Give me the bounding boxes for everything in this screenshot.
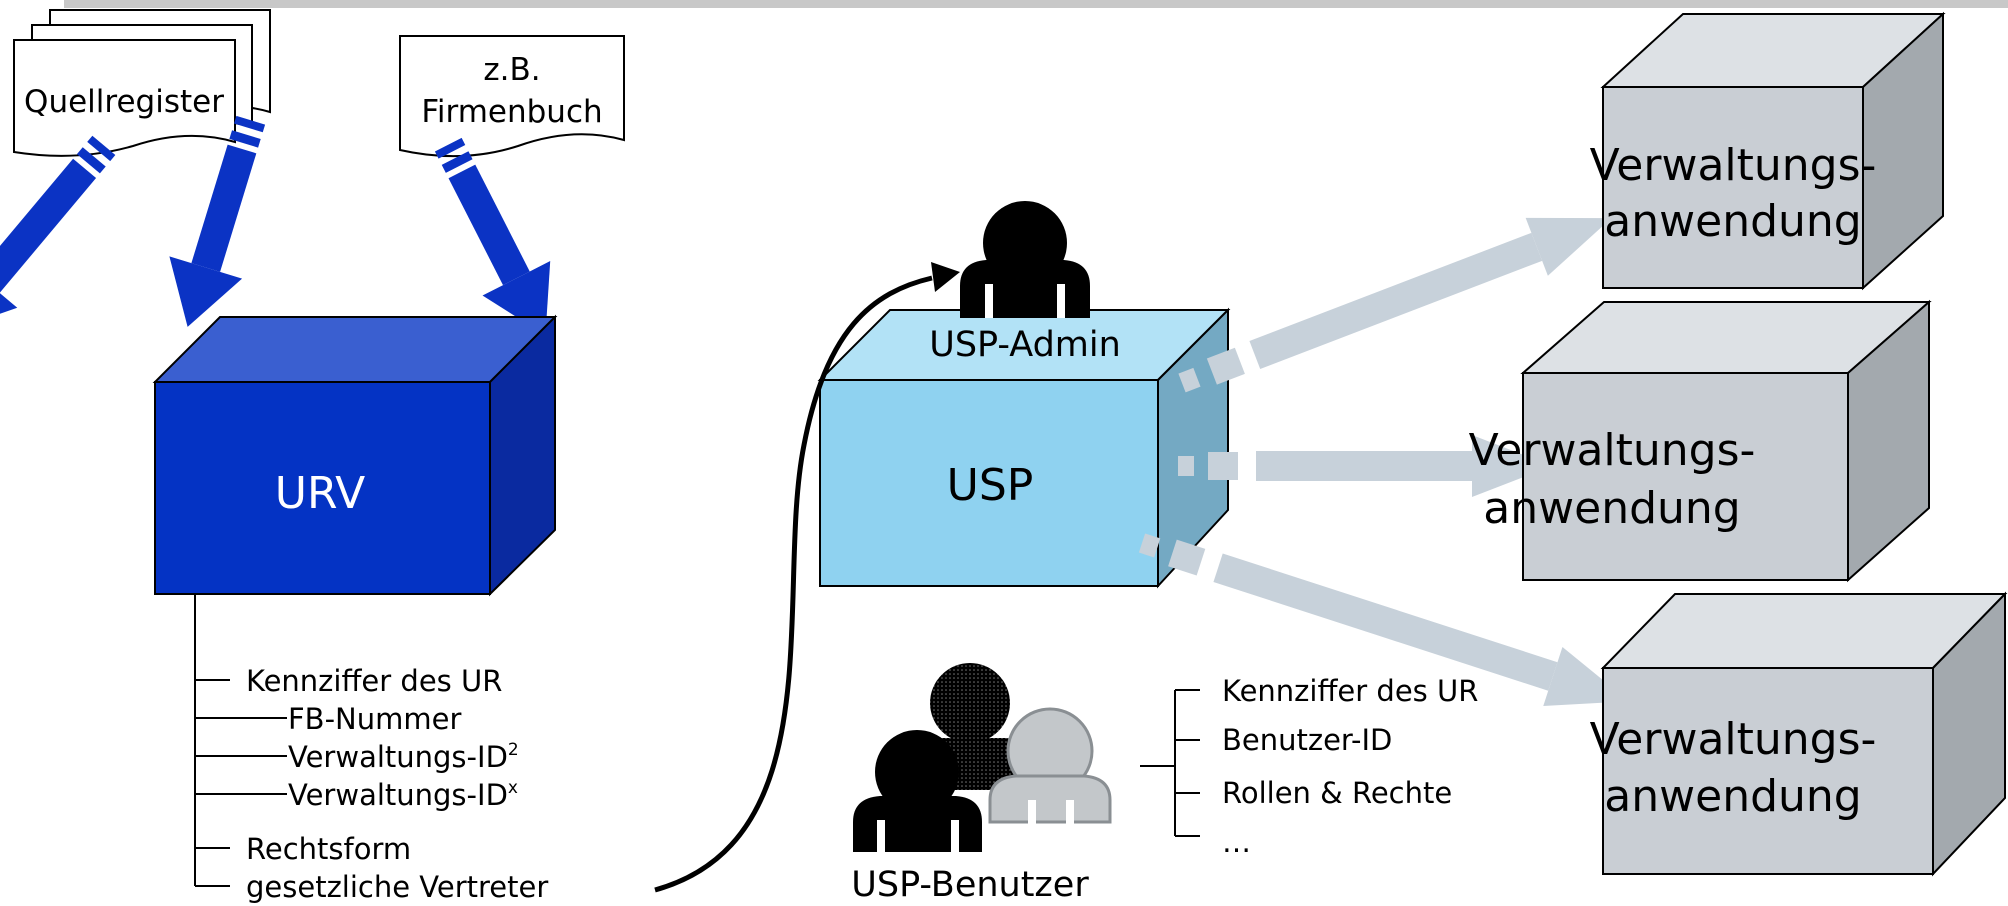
urv-cube: URV [152, 314, 558, 597]
flow-arrow-top [1178, 217, 1612, 393]
application-3-line1: Verwaltungs- [1590, 714, 1877, 765]
arrow-quellregister-b [169, 115, 266, 327]
urv-attr-kennziffer: Kennziffer des UR [246, 664, 502, 698]
urv-attr-gesetzliche-vertreter: gesetzliche Vertreter [246, 870, 548, 904]
urv-attr-fb-nummer: FB-Nummer [288, 702, 461, 736]
usp-cube: USP [817, 307, 1231, 589]
urv-label: URV [275, 468, 365, 519]
arrow-quellregister-a [0, 135, 116, 333]
admin-curve-arrow [654, 262, 960, 893]
application-2-line1: Verwaltungs- [1469, 425, 1756, 476]
application-cube-3: Verwaltungs- anwendung [1590, 591, 2008, 877]
usp-admin-label: USP-Admin [929, 325, 1121, 365]
urv-attributes: Kennziffer des UR FB-Nummer Verwaltungs-… [246, 664, 548, 904]
quellregister-label: Quellregister [24, 84, 224, 120]
firmenbuch-label-line2: Firmenbuch [421, 94, 602, 130]
urv-attr-verwaltungs-id-2: Verwaltungs-ID2 [288, 740, 519, 774]
application-cube-1: Verwaltungs- anwendung [1590, 11, 1946, 291]
usp-label: USP [947, 460, 1034, 511]
flow-arrow-middle [1178, 435, 1552, 497]
user-front-black [853, 730, 982, 852]
application-1-line2: anwendung [1604, 196, 1861, 247]
usp-user-attr-benutzer-id: Benutzer-ID [1222, 723, 1392, 757]
urv-attribute-tree [194, 594, 287, 887]
application-1-line1: Verwaltungs- [1590, 140, 1877, 191]
urv-attr-rechtsform: Rechtsform [246, 832, 411, 866]
quellregister-stack: Quellregister [13, 9, 271, 157]
firmenbuch-label-line1: z.B. [483, 52, 540, 88]
usp-users-label: USP-Benutzer [851, 865, 1089, 905]
usp-user-attr-more: … [1222, 825, 1251, 859]
usp-admin-icon [960, 201, 1090, 318]
usp-user-attr-rollen-rechte: Rollen & Rechte [1222, 776, 1452, 810]
firmenbuch-document: z.B. Firmenbuch [399, 35, 625, 158]
flow-arrows [1138, 217, 1629, 706]
application-3-line2: anwendung [1604, 771, 1861, 822]
usp-users-icon [853, 663, 1112, 852]
application-cube-2: Verwaltungs- anwendung [1469, 299, 1932, 583]
top-border [64, 0, 2008, 8]
usp-user-attr-kennziffer: Kennziffer des UR [1222, 674, 1478, 708]
application-2-line2: anwendung [1483, 483, 1740, 534]
urv-attr-verwaltungs-id-x: Verwaltungs-IDx [288, 778, 518, 812]
usp-user-attribute-tree [1140, 689, 1200, 837]
source-arrows [0, 115, 551, 336]
user-gray [988, 707, 1112, 824]
usp-user-attributes: Kennziffer des UR Benutzer-ID Rollen & R… [1222, 674, 1478, 859]
